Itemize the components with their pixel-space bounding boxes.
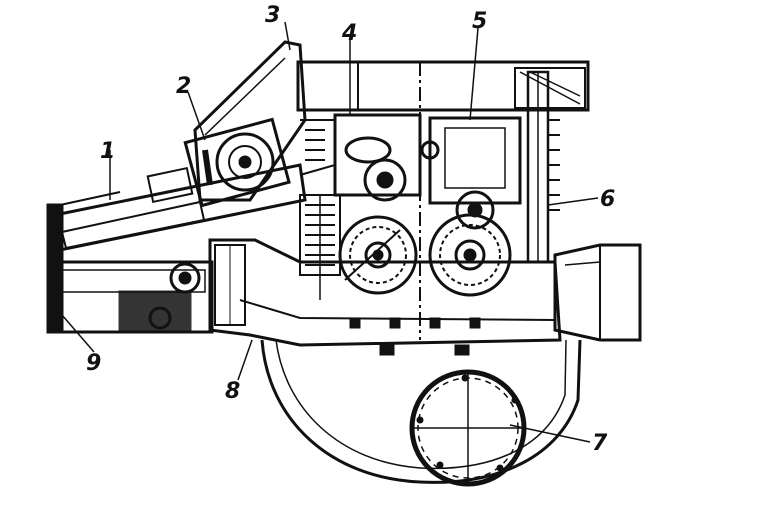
lower-arc-guard (260, 339, 582, 484)
callout-1: 1 (100, 139, 115, 164)
callout-5: 5 (472, 9, 487, 34)
inclined-cylinder-1 (53, 163, 307, 252)
gear-upper (363, 158, 495, 230)
leader-lines (61, 21, 599, 443)
callout-4: 4 (341, 21, 357, 46)
base-plate-9 (46, 203, 214, 334)
wheel-7 (409, 369, 527, 487)
bottom-bolts (349, 317, 481, 356)
right-mount (553, 243, 642, 342)
callout-6: 6 (600, 187, 615, 212)
roller-2 (183, 117, 291, 208)
top-housing (296, 60, 590, 340)
callout-7: 7 (592, 431, 608, 456)
left-springs (299, 194, 341, 300)
gearbox-4 (299, 113, 422, 197)
spring-column-6 (526, 70, 560, 264)
callout-3: 3 (265, 3, 280, 28)
block-5 (420, 116, 522, 205)
callout-8: 8 (225, 379, 240, 404)
callout-9: 9 (86, 351, 101, 376)
gear-left (338, 215, 418, 295)
callout-2: 2 (176, 74, 191, 99)
